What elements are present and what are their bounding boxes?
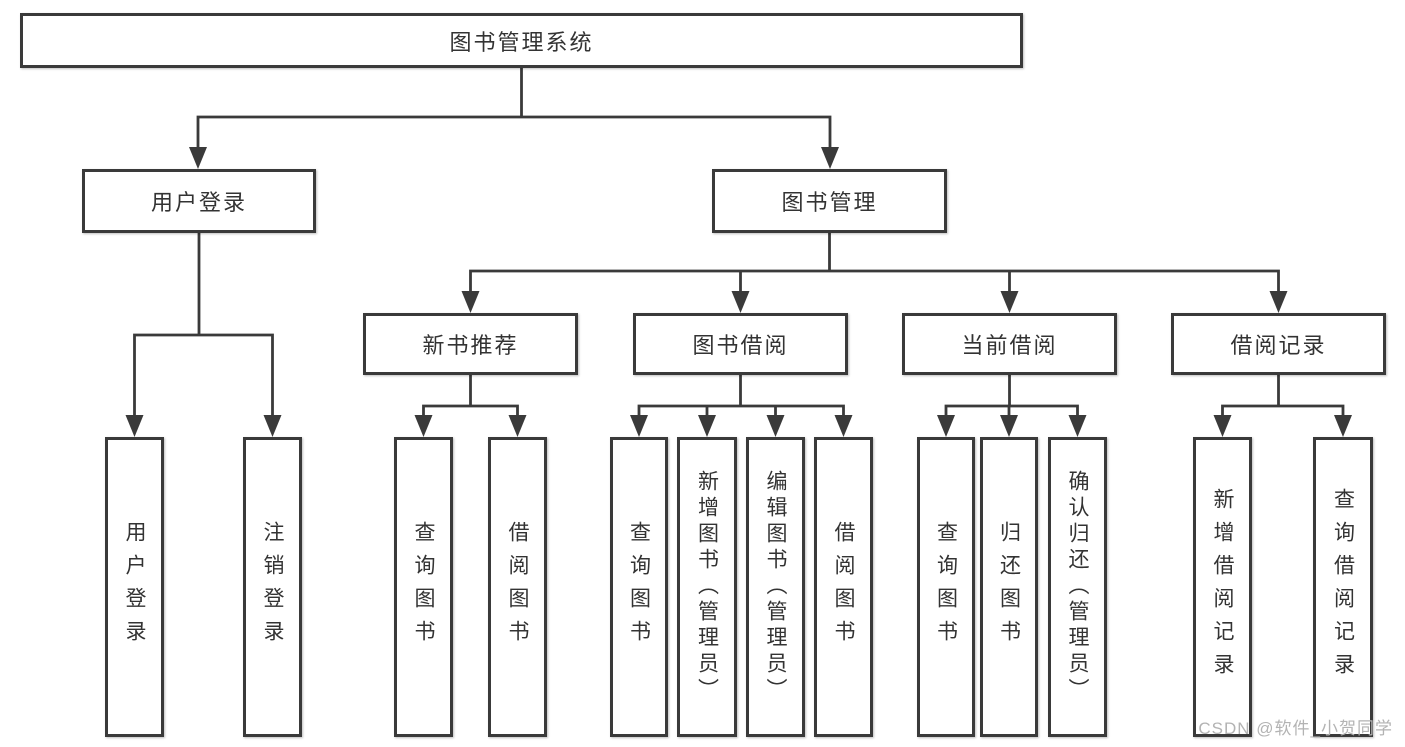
node-borrow-records: 借阅记录 [1171,313,1386,375]
csdn-watermark: CSDN @软件_小贺同学 [1198,719,1393,738]
connector-level3-split [469,269,1280,292]
arrowhead [834,415,853,437]
leaf-logout: 注销登录 [243,437,302,737]
arrowhead [125,415,144,437]
leaf-label: 查询图书 [627,521,651,653]
node-book-borrow: 图书借阅 [633,313,848,375]
arrowhead [1213,415,1232,437]
arrowhead [1068,415,1087,437]
leaf-query-borrow-record: 查询借阅记录 [1313,437,1373,737]
leaf-query-books-3: 查询图书 [917,437,975,737]
arrowhead [698,415,716,437]
arrowhead [731,291,750,313]
arrowhead [461,291,480,313]
leaf-query-books-2: 查询图书 [610,437,668,737]
leaf-user-login: 用户登录 [105,437,164,737]
connector-borrow-records-split [1221,404,1345,416]
leaf-label: 编辑图书（管理员） [764,470,787,704]
node-root: 图书管理系统 [20,13,1023,68]
arrowhead [1269,291,1288,313]
leaf-return-books: 归还图书 [980,437,1038,737]
connector-book-borrow-split [637,404,845,416]
leaf-edit-books-admin: 编辑图书（管理员） [746,437,805,737]
connector-user-login-split [133,333,274,416]
arrowhead [937,415,955,437]
leaf-label: 归还图书 [997,521,1021,653]
leaf-add-borrow-record: 新增借阅记录 [1193,437,1252,737]
leaf-label: 查询借阅记录 [1331,488,1355,686]
arrowhead [1000,291,1019,313]
arrowhead [508,415,527,437]
arrowhead [189,147,207,169]
connector-new-book-rec-split [422,404,519,416]
leaf-borrow-books-1: 借阅图书 [488,437,547,737]
arrowhead [414,415,433,437]
node-book-management: 图书管理 [712,169,947,233]
arrowheads [125,147,1352,437]
leaf-label: 新增借阅记录 [1211,488,1234,686]
leaf-label: 查询图书 [934,521,958,653]
leaf-confirm-return-admin: 确认归还（管理员） [1048,437,1107,737]
node-current-borrow: 当前借阅 [902,313,1117,375]
leaf-label: 用户登录 [123,521,146,653]
connector-level2-split [196,115,832,148]
leaf-borrow-books-2: 借阅图书 [814,437,873,737]
arrowhead [821,147,839,169]
leaf-add-books-admin: 新增图书（管理员） [677,437,737,737]
arrowhead [630,415,648,437]
node-new-book-recommend: 新书推荐 [363,313,578,375]
arrowhead [1000,415,1018,437]
node-user-login: 用户登录 [82,169,316,233]
leaf-label: 注销登录 [261,521,284,653]
leaf-query-books-1: 查询图书 [394,437,453,737]
arrowhead [766,415,785,437]
arrowhead [1334,415,1352,437]
leaf-label: 借阅图书 [506,521,529,653]
leaf-label: 借阅图书 [832,521,855,653]
leaf-label: 查询图书 [412,521,435,653]
leaf-label: 确认归还（管理员） [1066,470,1089,704]
connector-current-borrow-split [944,404,1079,416]
leaf-label: 新增图书（管理员） [695,470,719,704]
arrowhead [263,415,282,437]
